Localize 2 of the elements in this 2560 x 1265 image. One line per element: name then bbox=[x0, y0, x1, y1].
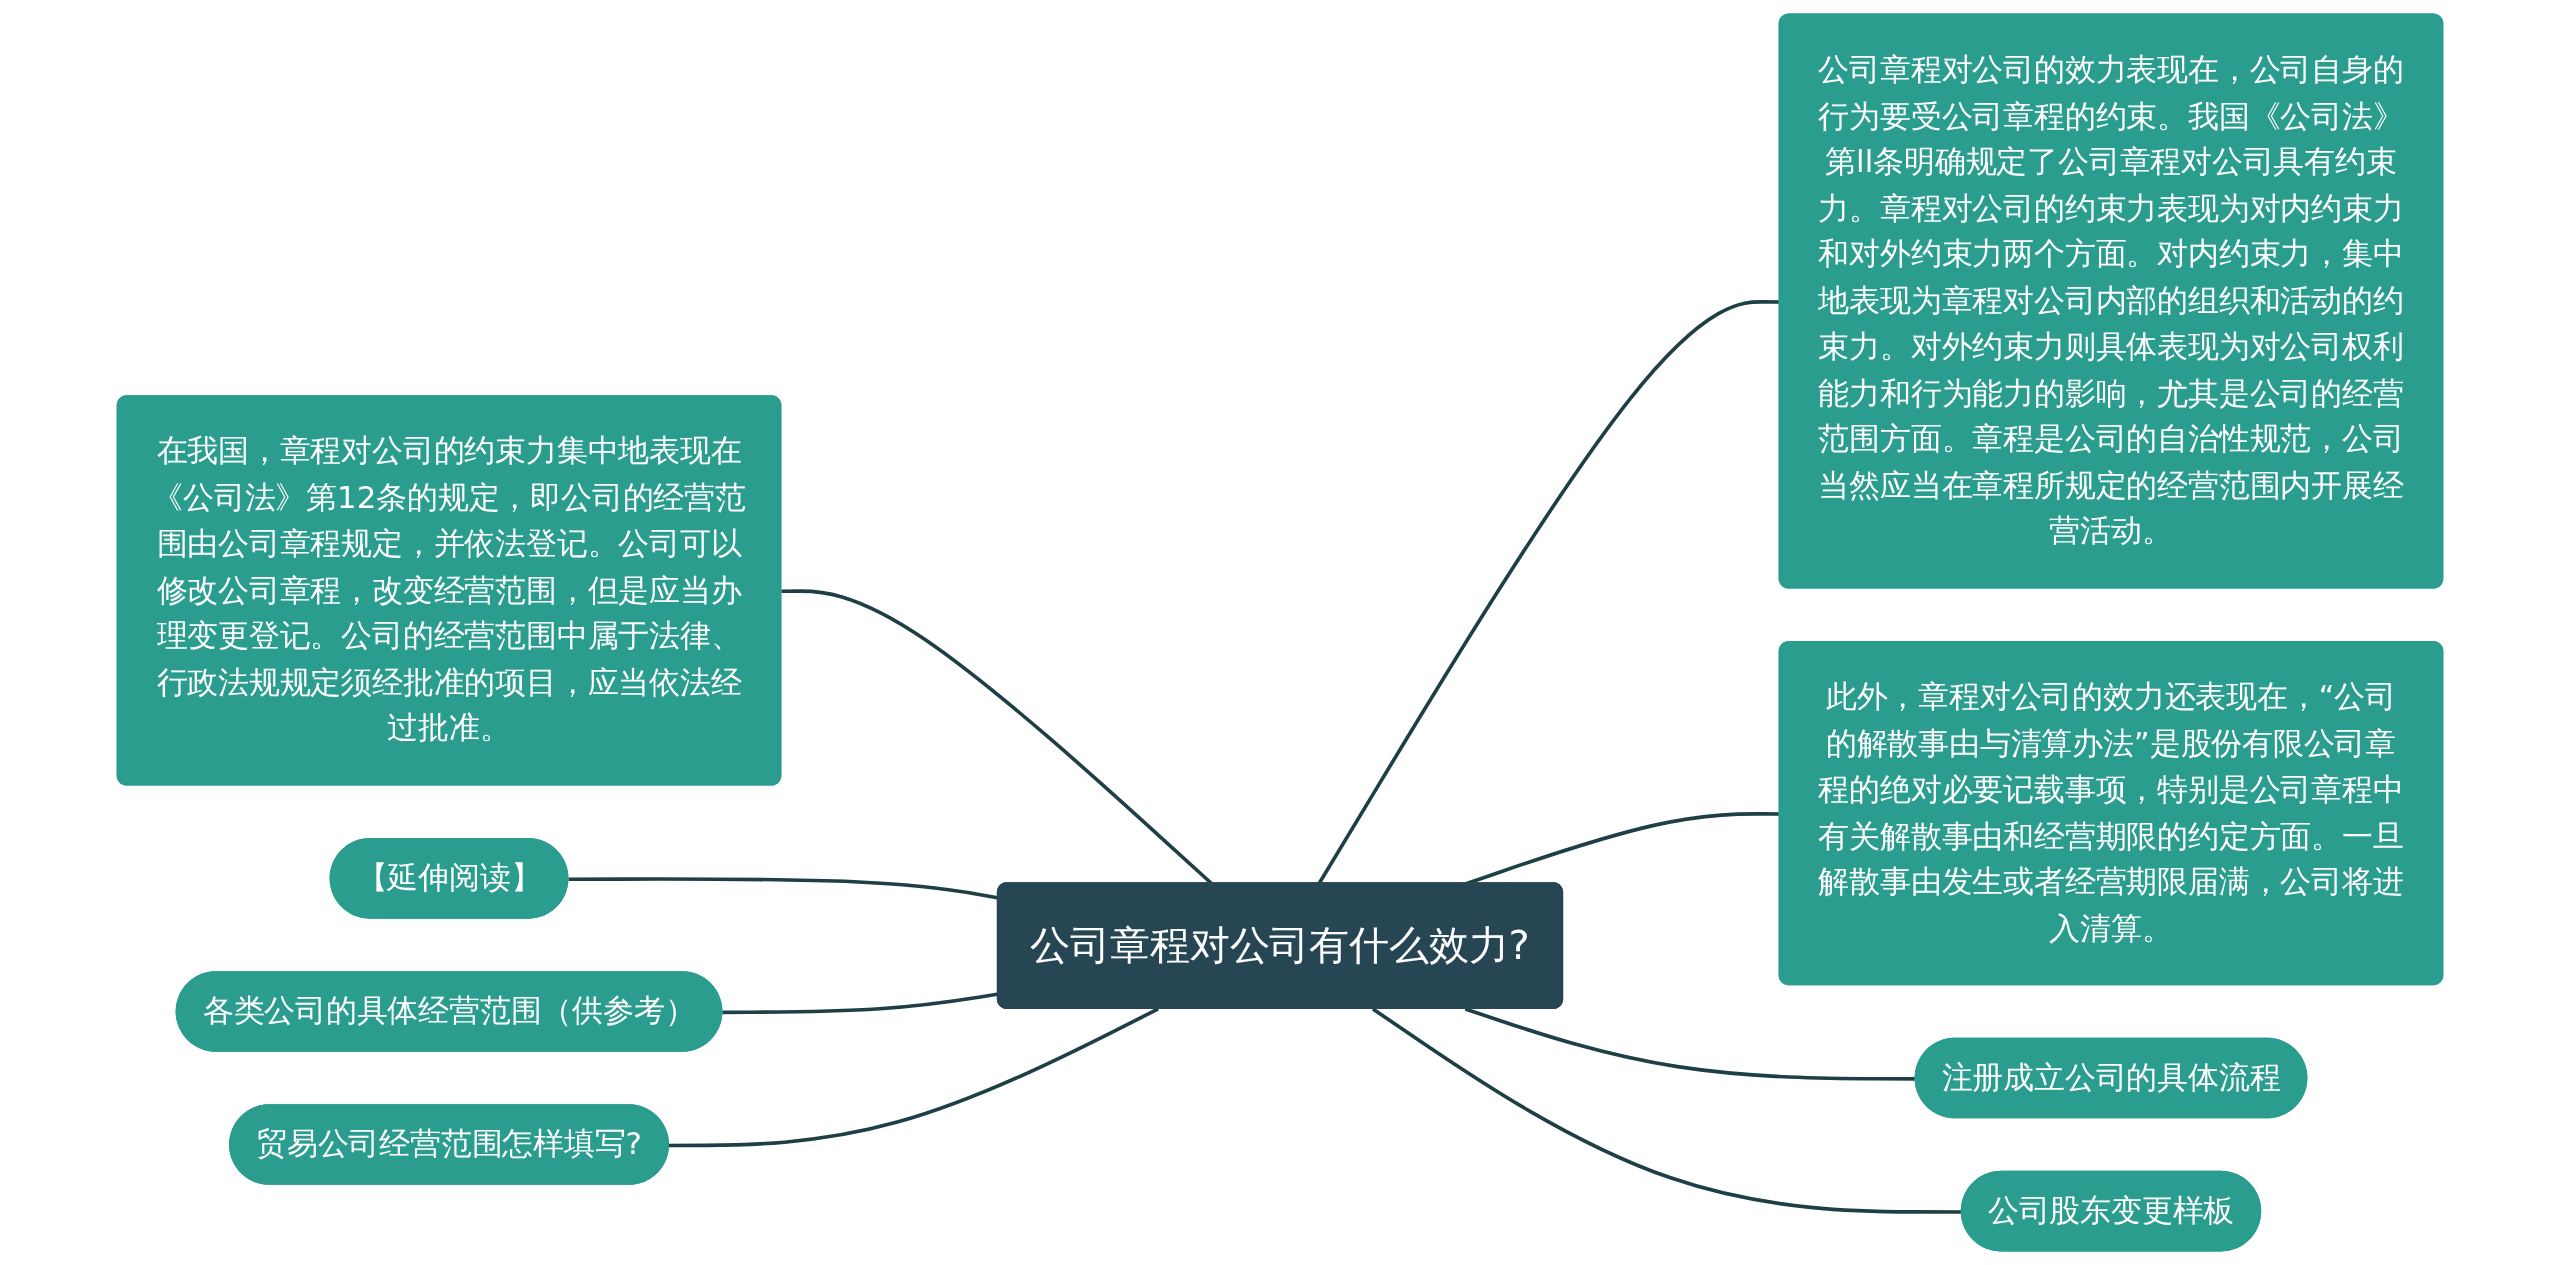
connector bbox=[722, 992, 999, 1015]
connector bbox=[668, 1007, 1159, 1148]
